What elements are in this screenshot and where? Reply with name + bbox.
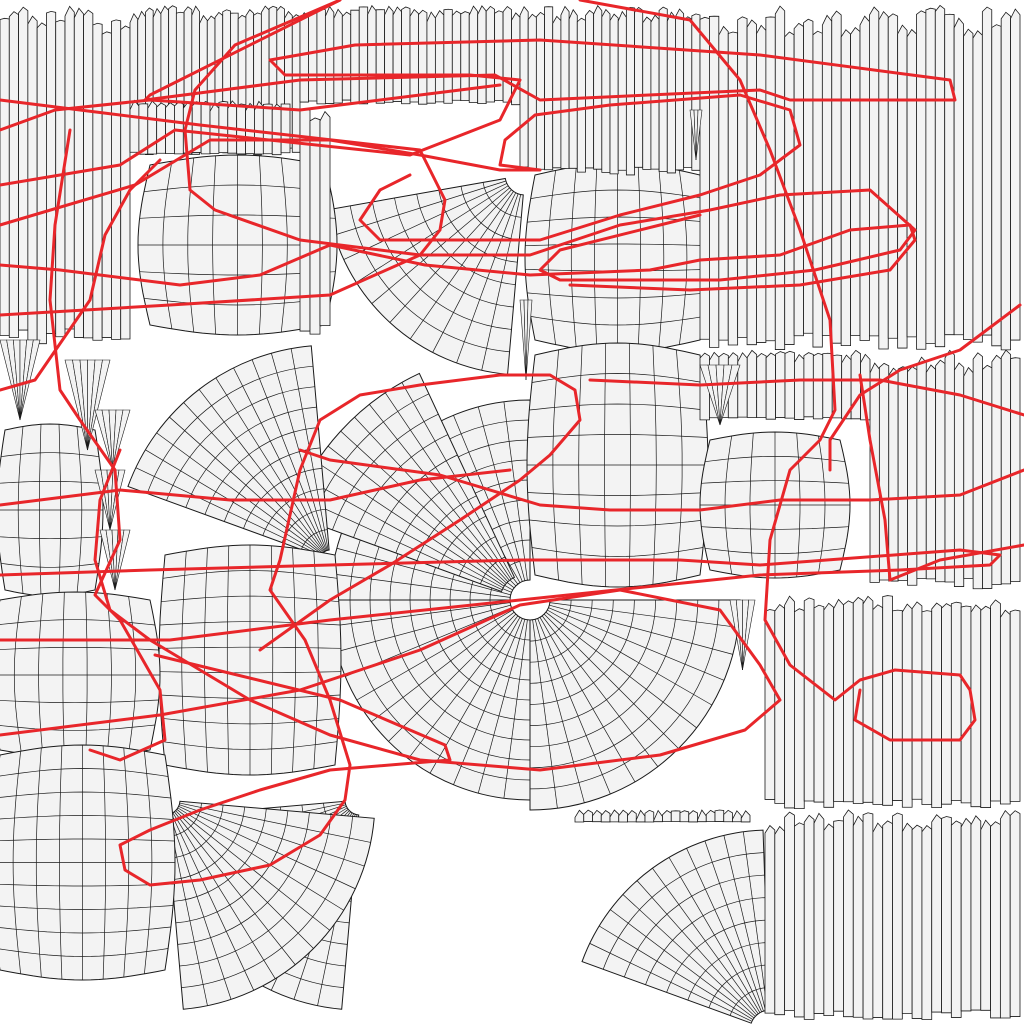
red-scribble-stroke-4	[0, 93, 802, 242]
red-scribble-stroke-11	[0, 468, 512, 507]
red-scribble-stroke-1	[0, 0, 957, 187]
strip-bank-right-lower	[764, 595, 1021, 810]
red-scribble-stroke-5	[578, 0, 977, 742]
strip-bank-bottom-right	[764, 809, 1021, 1020]
red-scribble-stroke-10	[298, 448, 1024, 512]
red-scribble-stroke-13	[828, 303, 1022, 472]
red-scribble-stroke-16	[858, 373, 1024, 582]
grid-island-bottom-corner	[0, 744, 176, 981]
fan-island-center-sw	[329, 599, 531, 801]
red-scribble-stroke-15	[0, 223, 917, 292]
strip-bank-thin-row	[574, 809, 751, 823]
uv-strip-banks	[0, 4, 1021, 1020]
red-scribble-stroke-2	[0, 98, 447, 317]
fan-island-bottom-right	[581, 829, 770, 1024]
red-scribble-stroke-8	[48, 128, 167, 762]
fan-sliver-6	[699, 364, 741, 426]
grid-island-left	[158, 544, 342, 776]
grid-island-center-right	[526, 342, 709, 588]
strip-bank-right-mid	[869, 349, 1021, 590]
red-scribble-stroke-9	[0, 158, 162, 392]
strip-bank-top-mid	[299, 4, 521, 106]
grid-island-far-left	[0, 423, 104, 597]
red-scribble-stroke-14	[118, 373, 582, 887]
red-scribble-stroke-12	[588, 378, 1024, 417]
red-scribble-stroke-17	[0, 83, 502, 132]
fan-island-center-se	[529, 599, 741, 811]
fan-sliver-8	[519, 299, 533, 381]
fan-sliver-7	[729, 599, 756, 671]
fan-island-left-mid	[127, 345, 330, 558]
fan-island-top-center	[327, 177, 524, 375]
uv-islands	[0, 154, 851, 1024]
grid-island-top-right	[524, 162, 711, 353]
fan-island-bottom-left	[165, 800, 375, 1010]
red-scribble-stroke-7	[0, 448, 782, 772]
grid-island-right-mid	[699, 431, 851, 579]
red-scribble-overlay	[0, 0, 1024, 887]
fan-sliver-9	[689, 109, 703, 161]
strip-bank-narrow-column	[299, 109, 331, 335]
strip-bank-top-left	[0, 5, 131, 345]
strip-bank-top-center-right	[519, 4, 701, 176]
